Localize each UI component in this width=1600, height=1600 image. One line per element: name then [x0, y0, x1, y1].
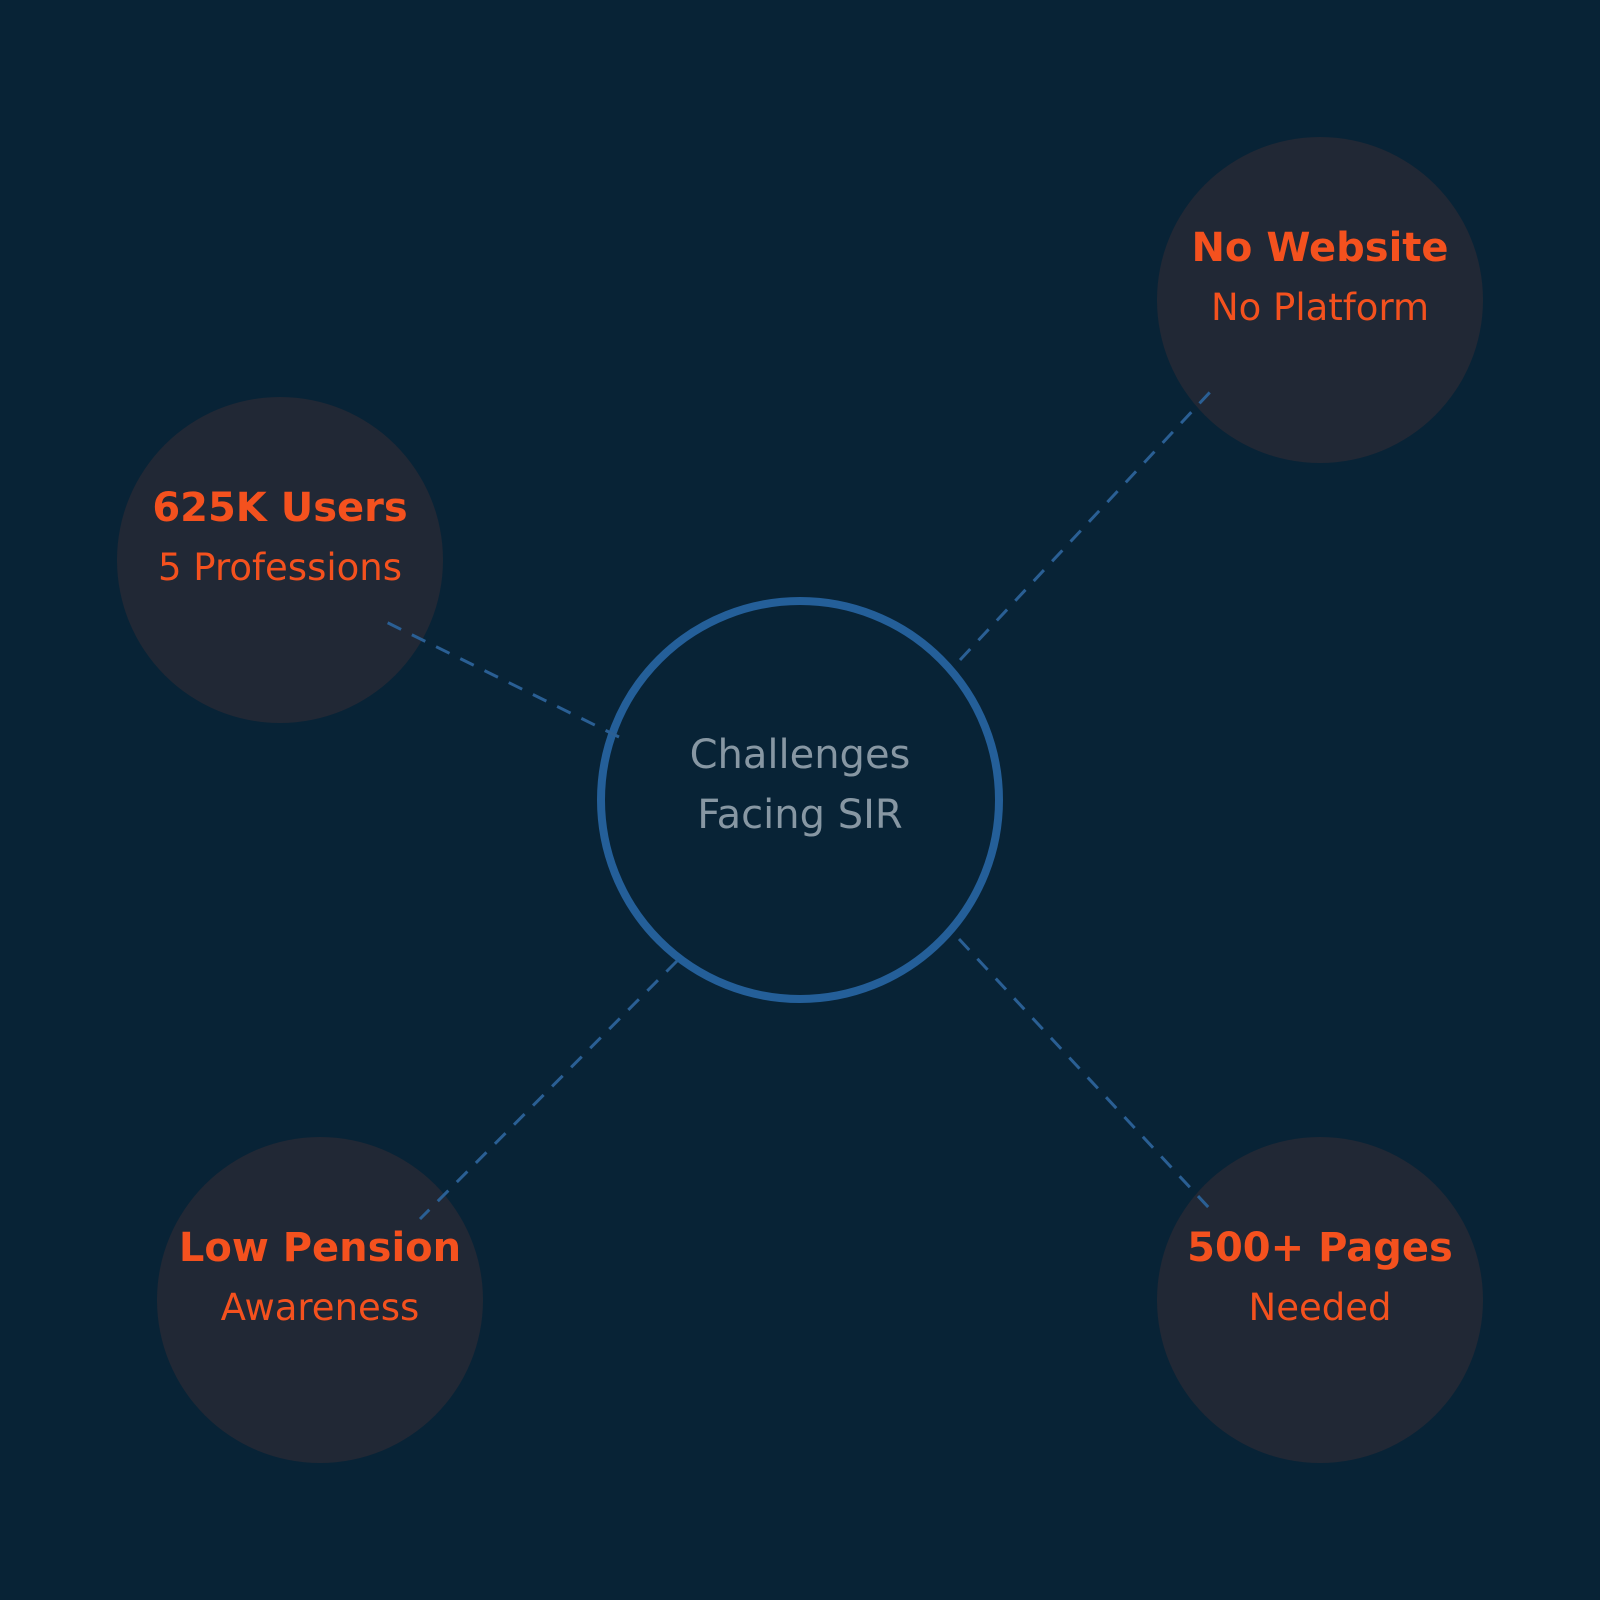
node-title: 500+ Pages — [1187, 1225, 1453, 1271]
center-title-line1: Challenges — [689, 732, 911, 778]
center-hub: Challenges Facing SIR — [597, 597, 1003, 1003]
center-title-line2: Facing SIR — [697, 792, 903, 838]
node-subtitle: Awareness — [220, 1286, 420, 1329]
node-low-pension: Low Pension Awareness — [157, 1137, 483, 1463]
node-title: No Website — [1191, 225, 1449, 271]
connector-low-pension — [418, 959, 679, 1221]
node-title: 625K Users — [152, 485, 408, 531]
node-subtitle: No Platform — [1210, 286, 1430, 329]
node-subtitle: Needed — [1248, 1286, 1392, 1329]
connector-pages-needed — [957, 937, 1212, 1211]
node-pages-needed: 500+ Pages Needed — [1157, 1137, 1483, 1463]
node-title: Low Pension — [178, 1225, 462, 1271]
connector-no-website — [958, 388, 1214, 662]
node-subtitle: 5 Professions — [158, 546, 402, 589]
node-no-website: No Website No Platform — [1157, 137, 1483, 463]
node-users: 625K Users 5 Professions — [117, 397, 443, 723]
